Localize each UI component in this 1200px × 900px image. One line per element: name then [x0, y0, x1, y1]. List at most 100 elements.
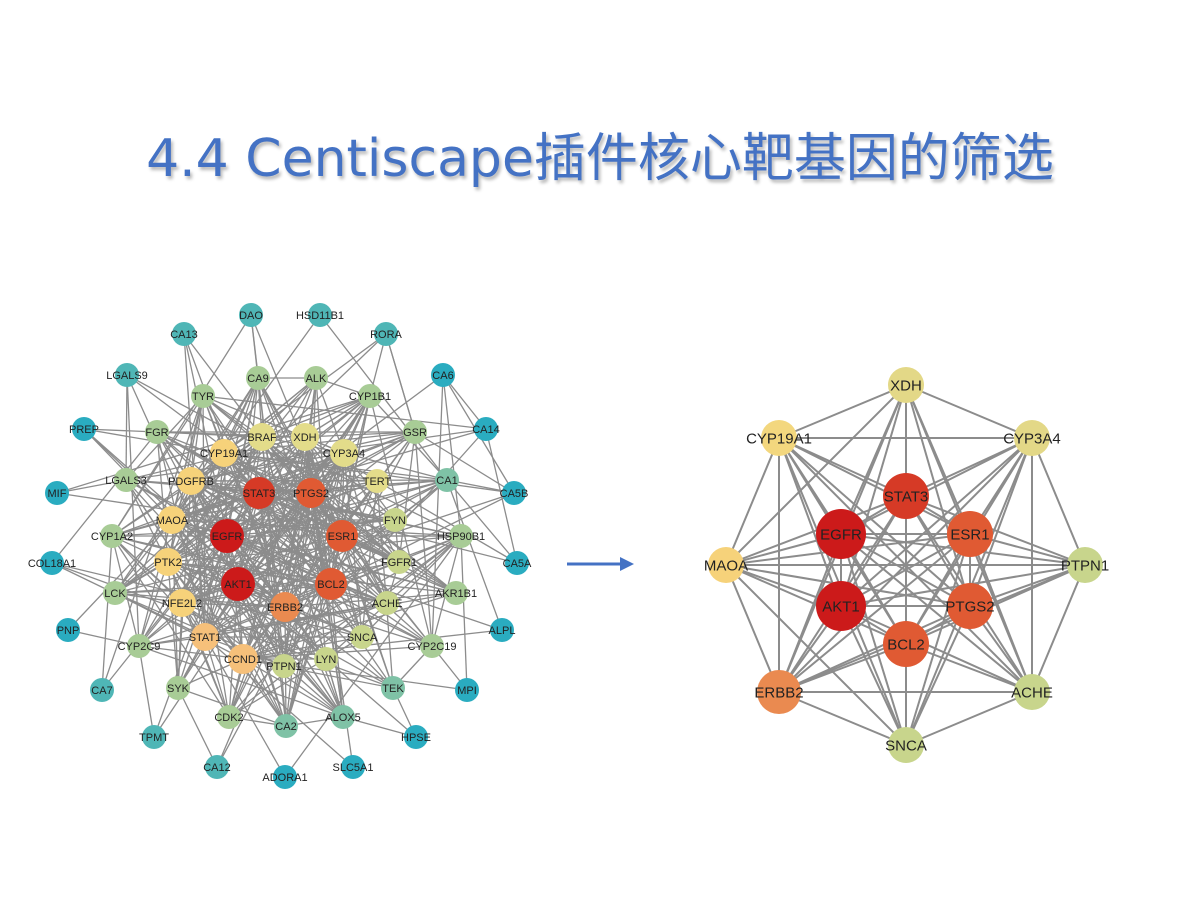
- full-node-circle: [350, 625, 374, 649]
- full-network-edge: [114, 333, 387, 594]
- full-node-label: PNP: [57, 625, 80, 637]
- full-node-ca7: CA7: [90, 678, 114, 702]
- full-node-ca12: CA12: [203, 755, 231, 779]
- full-network-edge: [156, 431, 363, 638]
- full-node-ccnd1: CCND1: [224, 644, 262, 674]
- core-node-ache: ACHE: [1011, 674, 1053, 710]
- full-node-circle: [154, 548, 182, 576]
- full-network-edge: [111, 535, 230, 718]
- full-node-circle: [435, 468, 459, 492]
- full-network-edge: [138, 645, 155, 738]
- full-node-label: CDK2: [214, 712, 243, 724]
- core-node-circle: [761, 420, 797, 456]
- full-node-label: CA6: [432, 370, 453, 382]
- full-network-edge: [167, 480, 378, 563]
- full-node-label: ALOX5: [325, 712, 360, 724]
- full-network-edge: [181, 519, 396, 604]
- core-node-label: CYP3A4: [1003, 430, 1061, 447]
- full-node-circle: [228, 644, 258, 674]
- full-network-edge: [153, 535, 228, 738]
- core-node-circle: [708, 547, 744, 583]
- full-node-circle: [45, 481, 69, 505]
- full-node-circle: [404, 725, 428, 749]
- full-node-label: PTPN1: [266, 661, 301, 673]
- full-node-cyp2c9: CYP2C9: [118, 634, 160, 658]
- full-node-label: CA13: [170, 329, 198, 341]
- full-network-edge: [190, 480, 462, 537]
- full-node-circle: [449, 524, 473, 548]
- core-node-label: AKT1: [822, 598, 860, 615]
- full-node-label: BRAF: [247, 432, 277, 444]
- core-node-circle: [888, 727, 924, 763]
- core-network-edge: [1031, 564, 1086, 693]
- full-node-label: TERT: [363, 476, 392, 488]
- full-node-label: STAT1: [189, 632, 222, 644]
- full-network-edge: [202, 395, 345, 454]
- full-node-cyp2c19: CYP2C19: [408, 634, 456, 658]
- core-node-circle: [883, 473, 929, 519]
- full-network-edge: [67, 629, 140, 647]
- full-node-label: CA1: [436, 475, 457, 487]
- full-node-circle: [274, 714, 298, 738]
- core-network-edge: [969, 437, 1033, 607]
- full-node-syk: SYK: [166, 676, 190, 700]
- full-node-label: ACHE: [372, 598, 403, 610]
- core-network-edge: [905, 495, 1086, 566]
- full-node-circle: [221, 567, 255, 601]
- core-node-label: ESR1: [950, 526, 989, 543]
- full-node-ca5a: CA5A: [503, 551, 532, 575]
- full-node-circle: [358, 384, 382, 408]
- core-node-circle: [947, 511, 993, 557]
- full-node-circle: [72, 417, 96, 441]
- core-network-edge: [840, 533, 907, 746]
- full-node-circle: [474, 417, 498, 441]
- full-network-edge: [376, 480, 394, 689]
- full-node-label: BCL2: [317, 579, 345, 591]
- core-node-egfr: EGFR: [816, 509, 866, 559]
- full-node-circle: [100, 524, 124, 548]
- core-node-cyp19a1: CYP19A1: [746, 420, 812, 456]
- core-node-circle: [947, 583, 993, 629]
- full-node-rora: RORA: [370, 322, 403, 346]
- full-node-hsp90b1: HSP90B1: [437, 524, 485, 548]
- core-network-edge: [778, 437, 971, 607]
- full-network-edge: [202, 395, 400, 563]
- full-node-ca5b: CA5B: [500, 481, 529, 505]
- full-node-circle: [365, 469, 389, 493]
- full-node-egfr: EGFR: [210, 519, 244, 553]
- full-node-circle: [145, 420, 169, 444]
- full-node-circle: [166, 676, 190, 700]
- full-network-edge: [284, 535, 462, 778]
- core-node-maoa: MAOA: [704, 547, 748, 583]
- full-node-circle: [326, 520, 358, 552]
- full-node-alk: ALK: [304, 366, 328, 390]
- full-network-edge: [125, 374, 128, 481]
- core-network-edge: [840, 437, 1033, 607]
- full-node-circle: [114, 468, 138, 492]
- full-node-circle: [191, 623, 219, 651]
- full-node-circle: [387, 550, 411, 574]
- full-network-edges: [51, 314, 518, 778]
- full-node-gsr: GSR: [403, 420, 427, 444]
- full-node-fyn: FYN: [383, 508, 407, 532]
- core-node-xdh: XDH: [888, 367, 924, 403]
- full-node-circle: [341, 755, 365, 779]
- full-node-pdgfrb: PDGFRB: [168, 467, 214, 495]
- core-node-erbb2: ERBB2: [754, 670, 804, 714]
- full-network-edge: [190, 377, 259, 482]
- full-network-edge: [261, 395, 371, 438]
- full-network-edge: [83, 428, 158, 433]
- full-node-circle: [172, 322, 196, 346]
- full-network-edge: [190, 480, 394, 689]
- full-node-hpse: HPSE: [401, 725, 431, 749]
- full-node-circle: [270, 592, 300, 622]
- full-network-edge: [138, 645, 244, 660]
- full-network-edge: [325, 658, 417, 738]
- full-node-label: LCK: [104, 588, 126, 600]
- core-node-bcl2: BCL2: [883, 621, 929, 667]
- full-node-circle: [273, 765, 297, 789]
- full-node-label: CA5B: [500, 488, 529, 500]
- full-network-edge: [414, 431, 515, 494]
- full-node-circle: [490, 618, 514, 642]
